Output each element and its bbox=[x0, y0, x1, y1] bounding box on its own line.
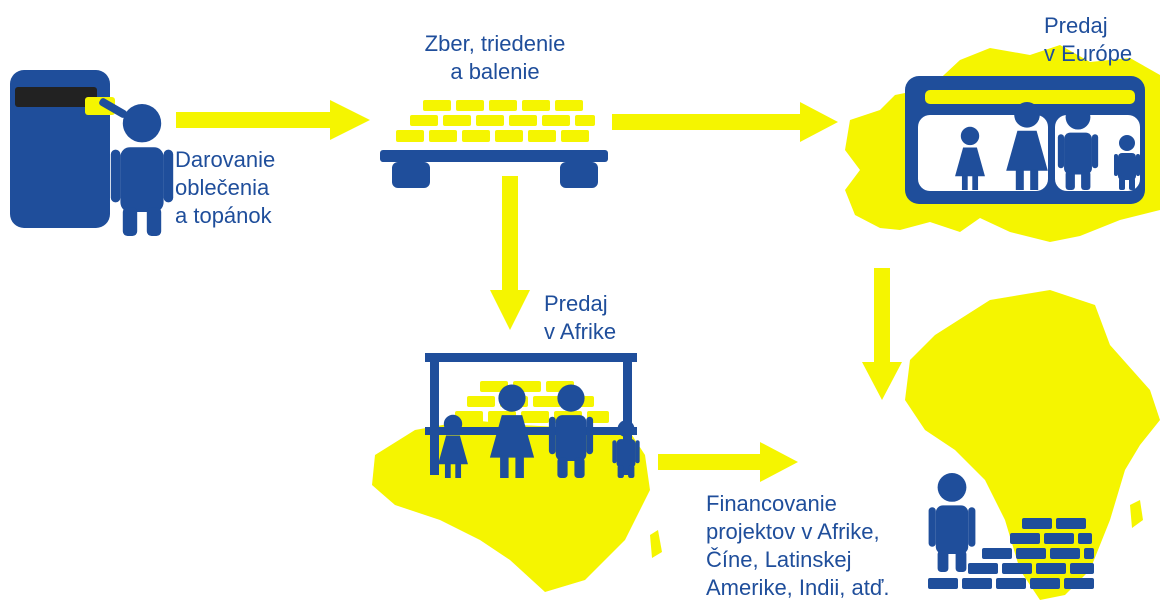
donor-person-icon bbox=[110, 103, 174, 236]
project-building-icon bbox=[928, 473, 1094, 589]
label-financing: Financovanie projektov v Afrike, Číne, L… bbox=[706, 490, 889, 602]
arrow-sorting-to-africa bbox=[490, 176, 530, 330]
label-sale-europe: Predaj v Európe bbox=[1044, 12, 1132, 68]
label-sorting-line-1: Zber, triedenie bbox=[424, 31, 566, 56]
label-financing-line-2: projektov v Afrike, bbox=[706, 519, 880, 544]
label-sale-africa: Predaj v Afrike bbox=[544, 290, 616, 346]
label-sorting-line-2: a balenie bbox=[450, 59, 540, 84]
europe-shop-icon bbox=[905, 76, 1145, 204]
arrow-sorting-to-europe bbox=[612, 102, 838, 142]
africa-map-large bbox=[905, 290, 1160, 600]
label-donation-line-3: a topánok bbox=[175, 203, 272, 228]
madagascar-shape bbox=[1130, 500, 1143, 528]
africa-stall-icon bbox=[425, 353, 640, 478]
madagascar-shape-small bbox=[650, 530, 662, 558]
pallet-icon bbox=[380, 100, 608, 188]
label-financing-line-4: Amerike, Indii, atď. bbox=[706, 575, 890, 600]
label-sale-europe-line-1: Predaj bbox=[1044, 13, 1108, 38]
donation-bin bbox=[10, 70, 174, 236]
arrow-donation-to-sorting bbox=[176, 100, 370, 140]
label-sorting: Zber, triedenie a balenie bbox=[410, 30, 580, 86]
label-donation-line-2: oblečenia bbox=[175, 175, 270, 200]
worker-icon bbox=[928, 473, 976, 572]
arrow-europe-to-africa bbox=[862, 268, 902, 400]
label-financing-line-3: Číne, Latinskej bbox=[706, 547, 852, 572]
label-financing-line-1: Financovanie bbox=[706, 491, 837, 516]
label-sale-africa-line-2: v Afrike bbox=[544, 319, 617, 344]
arrow-africa-sales-to-projects bbox=[658, 442, 798, 482]
label-sale-europe-line-2: v Európe bbox=[1044, 41, 1133, 66]
label-donation: Darovanie oblečenia a topánok bbox=[175, 146, 275, 230]
label-donation-line-1: Darovanie bbox=[175, 147, 276, 172]
label-sale-africa-line-1: Predaj bbox=[544, 291, 608, 316]
